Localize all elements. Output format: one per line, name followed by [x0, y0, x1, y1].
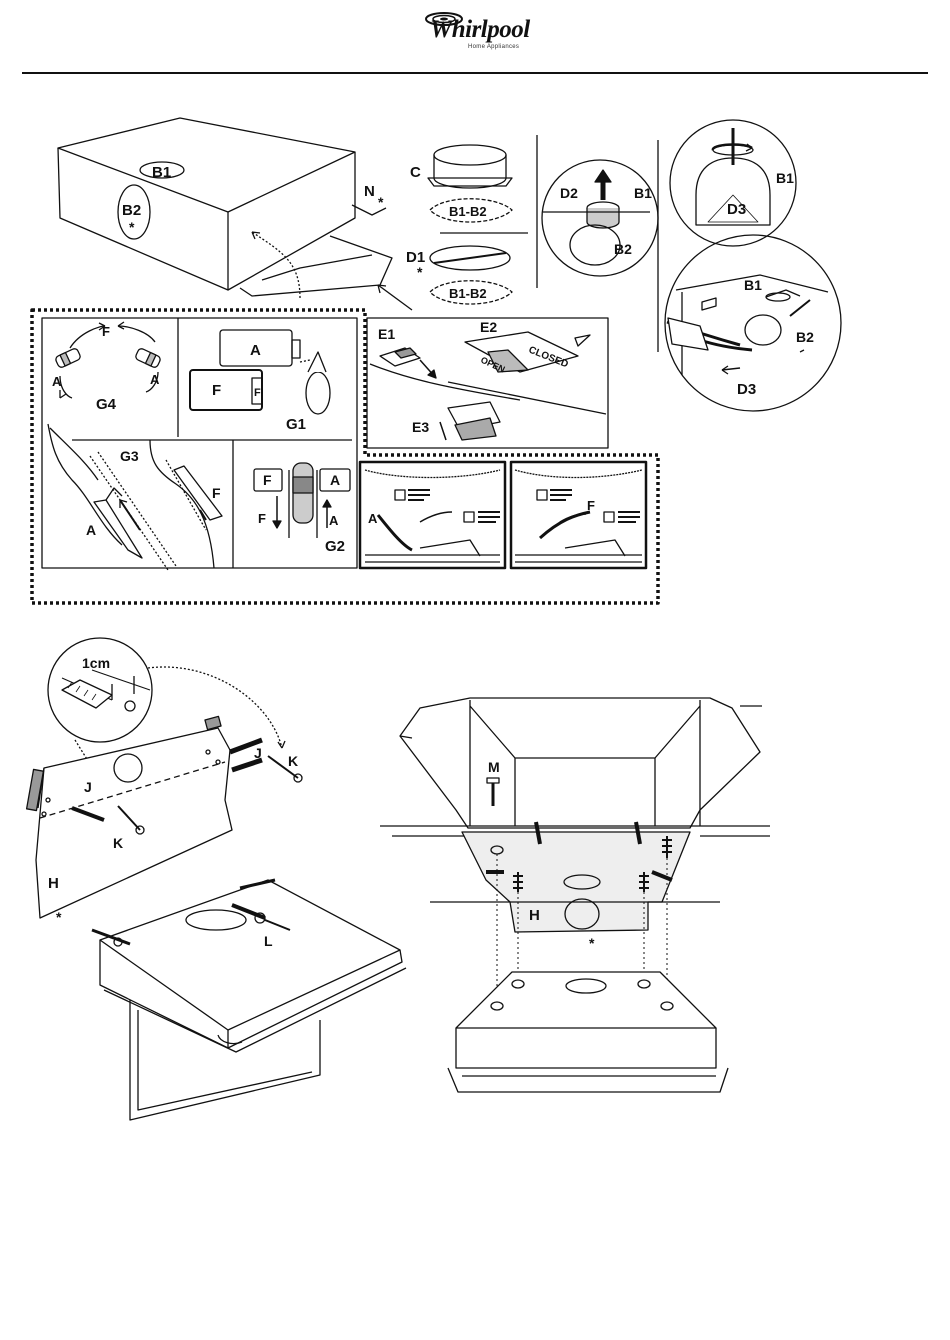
label-g2: G2 — [325, 538, 345, 555]
label-1cm: 1cm — [82, 655, 110, 671]
label-b1: B1 — [634, 185, 652, 201]
label-d3: D3 — [737, 381, 756, 398]
label-j: J — [254, 745, 262, 761]
label-a: A — [150, 372, 160, 387]
label-f: F — [258, 511, 266, 526]
label-b1: B1 — [152, 164, 171, 181]
label-f: F — [263, 472, 272, 488]
label-a: A — [329, 513, 339, 528]
e-panel — [367, 318, 608, 448]
d2-detail — [542, 140, 658, 352]
label-b2: B2 — [614, 241, 632, 257]
label-d3: D3 — [727, 201, 746, 218]
label-f: F — [587, 498, 595, 513]
label-f: F — [212, 485, 221, 501]
label-a: A — [330, 472, 340, 488]
label-a: A — [250, 342, 261, 359]
label-d2: D2 — [560, 185, 578, 201]
label-f: F — [102, 324, 110, 339]
photo-panel-b — [511, 462, 646, 568]
label-k: K — [113, 835, 123, 851]
star-mark: * — [417, 264, 423, 280]
label-j: J — [84, 779, 92, 795]
label-g1: G1 — [286, 416, 306, 433]
label-g3: G3 — [120, 448, 139, 464]
star-mark: * — [589, 935, 595, 951]
hood-box-top — [58, 118, 412, 310]
g3-panel — [48, 424, 222, 570]
label-f: F — [212, 382, 221, 399]
label-e2: E2 — [480, 319, 497, 335]
photo-panel-a — [360, 462, 505, 568]
label-a: A — [368, 511, 378, 526]
label-b1: B1 — [744, 277, 762, 293]
label-c: C — [410, 164, 421, 181]
label-b2: B2 — [122, 202, 141, 219]
label-k: K — [288, 753, 298, 769]
label-b2: B2 — [796, 329, 814, 345]
label-f-small: F — [254, 387, 261, 399]
cabinet-mount — [380, 698, 770, 1092]
label-a: A — [86, 522, 96, 538]
label-e1: E1 — [378, 326, 395, 342]
label-h: H — [48, 875, 59, 892]
hood-mounted-left — [92, 880, 406, 1120]
star-mark: * — [56, 909, 62, 925]
star-mark: * — [378, 194, 384, 210]
label-n: N — [364, 183, 375, 200]
star-mark: * — [129, 219, 135, 235]
flange-parts — [428, 135, 537, 304]
label-e3: E3 — [412, 419, 429, 435]
label-b1b2: B1-B2 — [449, 204, 487, 219]
label-l: L — [264, 933, 273, 949]
label-b1: B1 — [776, 170, 794, 186]
label-g4: G4 — [96, 396, 117, 413]
label-h: H — [529, 907, 540, 924]
label-a: A — [52, 374, 62, 389]
label-m: M — [488, 759, 500, 775]
label-b1b2: B1-B2 — [449, 286, 487, 301]
